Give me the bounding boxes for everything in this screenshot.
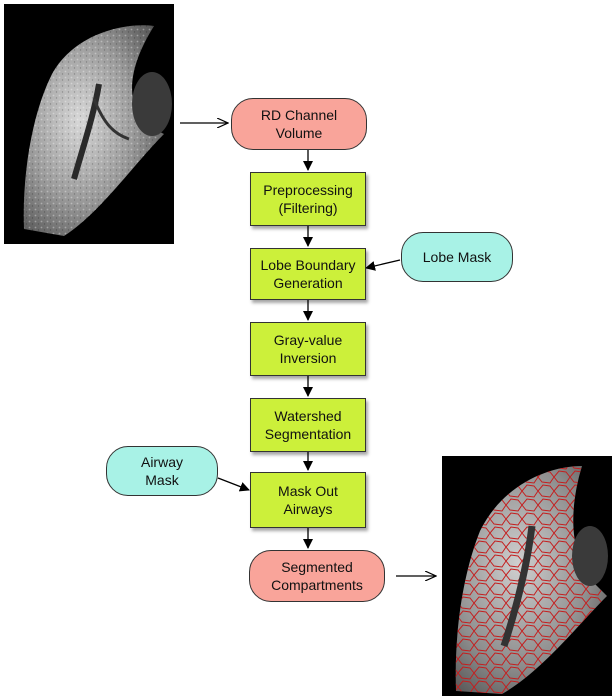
arrow-airwaymask-to-maskout xyxy=(217,477,250,492)
arrow-lobemask-to-lobe xyxy=(365,259,401,271)
segmented-compartments-node: Segmented Compartments xyxy=(249,550,385,602)
lobe-boundary-node: Lobe Boundary Generation xyxy=(250,248,366,300)
input-lung-image xyxy=(4,4,174,244)
watershed-segmentation-node: Watershed Segmentation xyxy=(250,398,366,452)
output-segmented-graphic xyxy=(455,466,608,694)
rd-channel-volume-node: RD Channel Volume xyxy=(231,98,367,150)
gray-value-inversion-node: Gray-value Inversion xyxy=(250,322,366,376)
input-lung-graphic xyxy=(23,25,172,237)
lobe-mask-node: Lobe Mask xyxy=(401,232,513,282)
airway-mask-node: Airway Mask xyxy=(106,446,218,496)
preprocessing-node: Preprocessing (Filtering) xyxy=(250,172,366,226)
mask-out-airways-node: Mask Out Airways xyxy=(250,472,366,528)
output-segmented-image xyxy=(442,456,612,696)
